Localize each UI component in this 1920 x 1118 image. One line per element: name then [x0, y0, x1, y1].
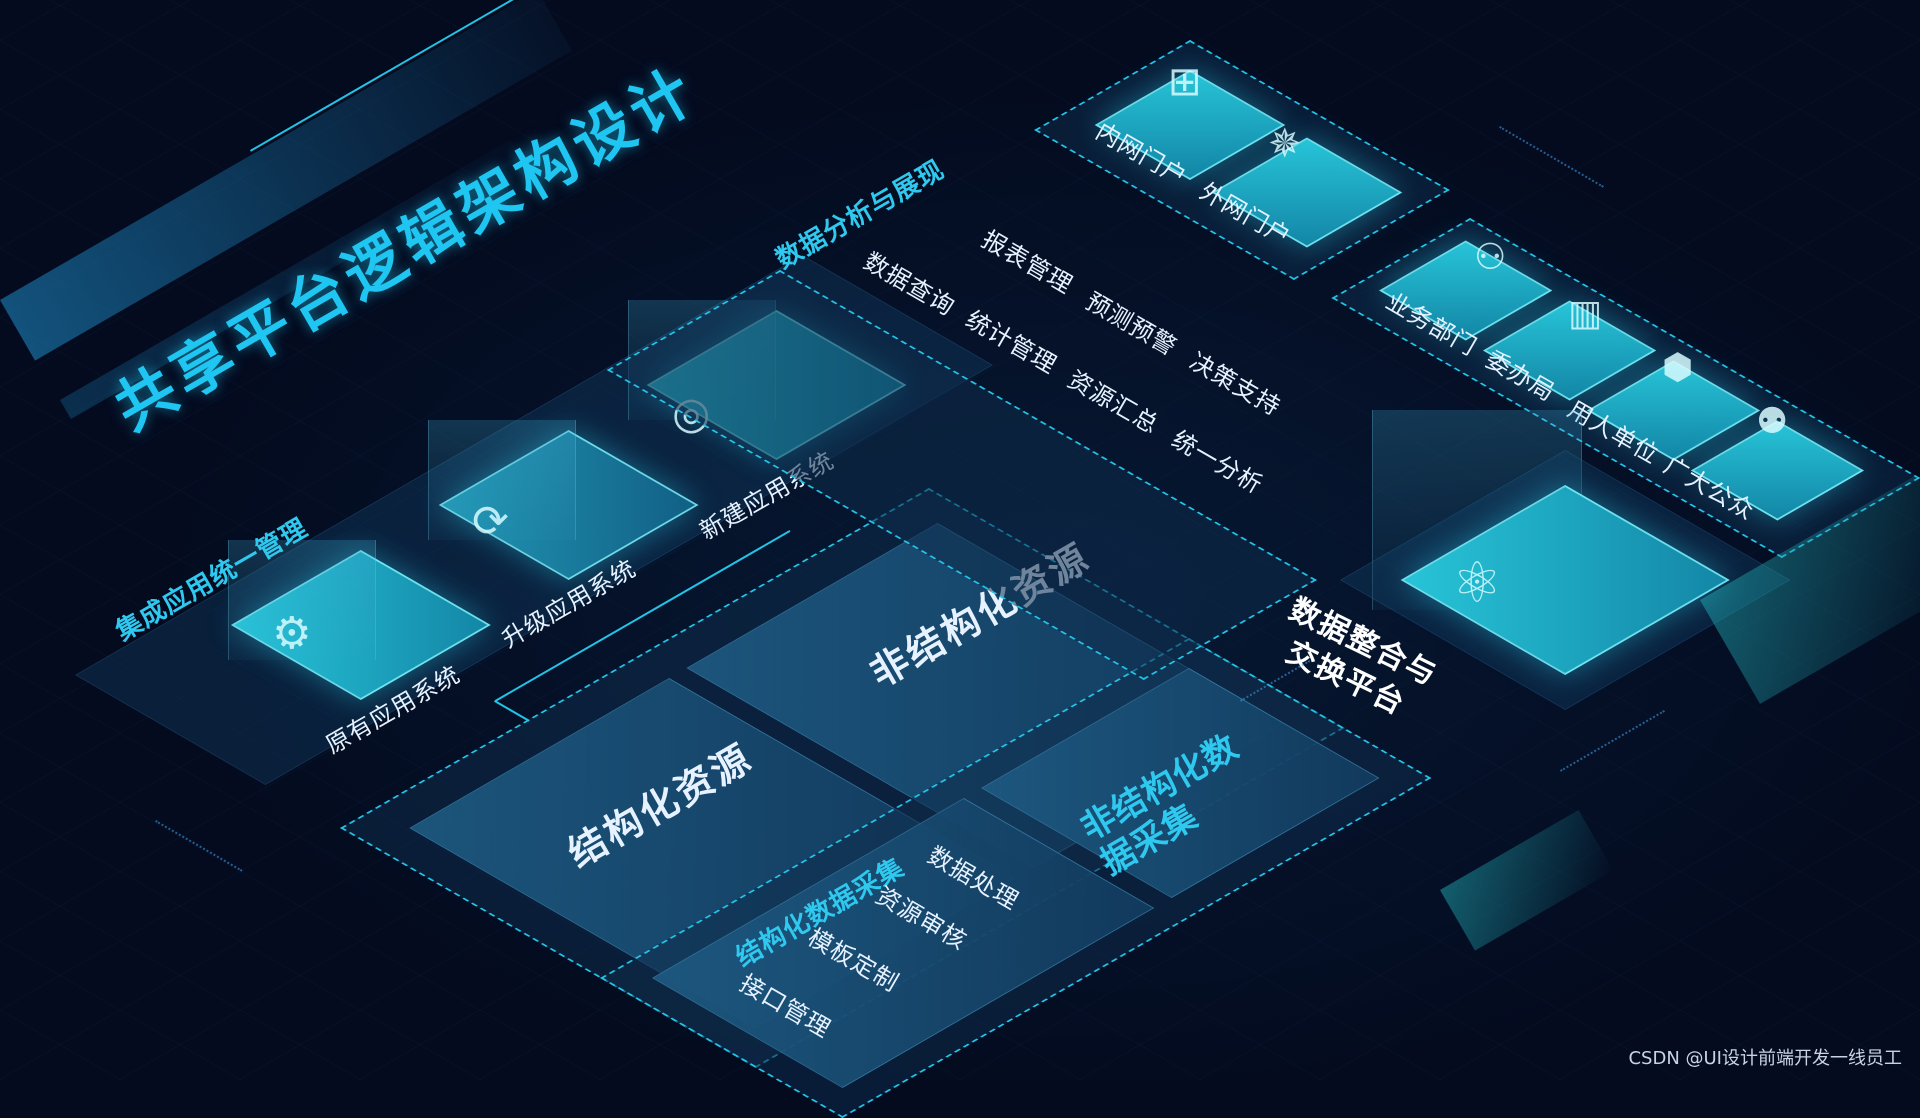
globe-network-icon: ✵: [1268, 121, 1302, 167]
glass-box-2: [428, 420, 576, 540]
watermark: CSDN @UI设计前端开发一线员工: [1628, 1048, 1902, 1069]
monitor-gear-icon: ⚙: [272, 608, 312, 659]
blocks-icon: ⬢: [1662, 347, 1694, 388]
person-badge-icon: ⚇: [1474, 237, 1507, 278]
people-icon: ⚉: [1756, 401, 1789, 442]
building-icon: ▥: [1568, 293, 1603, 334]
glass-box-1: [228, 540, 376, 660]
atom-database-icon: ⚛: [1452, 551, 1503, 616]
server-refresh-icon: ⟳: [472, 496, 509, 547]
network-icon: ⊞: [1168, 59, 1202, 105]
